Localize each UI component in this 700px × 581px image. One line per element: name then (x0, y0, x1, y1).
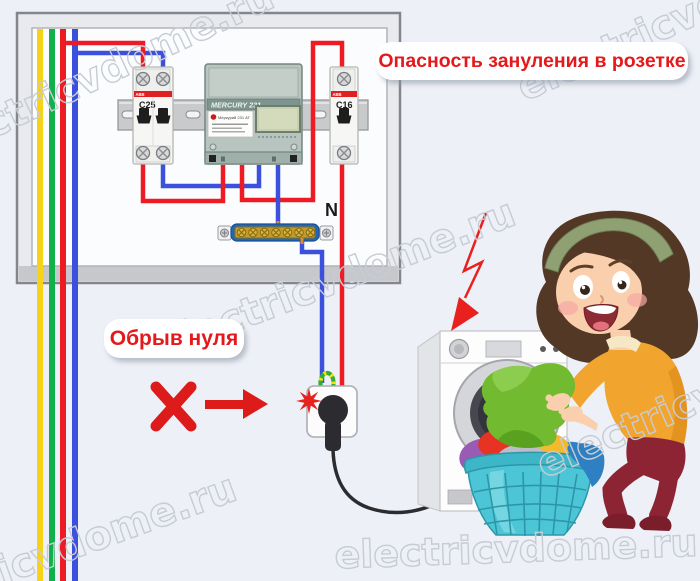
meter-brand-label: MERCURY 231 (211, 101, 261, 110)
breaker-toggle (155, 108, 171, 124)
abb-stripe (331, 91, 357, 97)
laundry (459, 363, 605, 537)
wire-phase-to-breaker (63, 40, 146, 70)
cloth-blue-overhang (567, 443, 605, 487)
abb-stripe (134, 91, 172, 97)
power-cord (331, 449, 438, 515)
lightning-arrowhead-icon (451, 297, 479, 331)
screw-icon (155, 145, 171, 161)
laundry-basket (463, 451, 597, 537)
neutral-bus-label: N (325, 200, 338, 220)
wire-breaker-to-meter-neutral (160, 162, 262, 189)
x-mark-icon (150, 381, 197, 432)
svg-text:II: II (221, 157, 225, 164)
teeth (586, 305, 616, 314)
screw-icon (155, 71, 171, 87)
hands (545, 393, 598, 431)
washer-side-panel (417, 331, 441, 512)
hair-fringe (560, 239, 653, 318)
svg-text:II: II (272, 157, 276, 164)
screw-icon (336, 145, 352, 161)
electric-meter: MERCURY 231 Меркурий 231 АТ II II (204, 63, 303, 165)
annotation-marks (150, 212, 488, 432)
wire-neutral-to-breaker (75, 50, 166, 70)
spark-icon (296, 388, 322, 414)
panel-bottom-band (19, 266, 398, 281)
breaker-toggle (136, 108, 152, 124)
wiring (37, 29, 345, 581)
wire-breaker-to-meter-phase (140, 162, 226, 204)
eyebrow (569, 264, 594, 273)
shoe (602, 513, 636, 529)
meter-terminal-strip (204, 151, 303, 165)
breaker-c25: ABB C25 (132, 66, 174, 165)
abb-logo: ABB (333, 92, 342, 97)
plug-stem (325, 420, 341, 451)
eyebrow (608, 259, 633, 267)
nose (600, 295, 604, 304)
washer-kickplate (447, 489, 473, 505)
sleeve (566, 350, 624, 408)
shoe (639, 515, 672, 531)
cheek (558, 301, 578, 315)
washer-button (540, 346, 546, 352)
shirt (604, 341, 688, 444)
meter-lcd-display (255, 105, 301, 133)
leg (602, 452, 658, 526)
washer-display (485, 340, 522, 358)
screw-icon (336, 71, 352, 87)
tongue (593, 321, 609, 331)
lightning-arrow-icon (461, 212, 488, 299)
abb-logo: ABB (136, 92, 145, 97)
plug (318, 395, 348, 425)
breaker-c16-label: C16 (336, 100, 353, 110)
woman (536, 210, 699, 531)
arrow-right-icon (205, 389, 268, 419)
socket-group (296, 371, 438, 515)
breaker-c25-label: C25 (139, 100, 156, 110)
face (556, 250, 642, 334)
screw-icon (135, 145, 151, 161)
wire-meter-to-c16 (239, 40, 345, 203)
meter-dots (258, 136, 296, 138)
meter-model-label: Меркурий 231 АТ (218, 115, 251, 120)
neutral-break-label: Обрыв нуля (104, 319, 244, 358)
meter-seal-icon (210, 114, 217, 120)
headband (544, 217, 674, 273)
breaker-toggle (336, 108, 352, 124)
collar (606, 335, 641, 352)
wire-bus-to-socket (299, 239, 325, 383)
ground-jumper-stripe (318, 371, 336, 389)
meter-nameplate: Меркурий 231 АТ (207, 110, 254, 138)
leg (649, 461, 679, 525)
neutral-bus: N (217, 200, 338, 244)
danger-label: Опасность зануления в розетке (376, 42, 688, 80)
cheek (627, 293, 647, 307)
breaker-c16: ABB C16 (329, 66, 359, 165)
screw-icon (135, 71, 151, 87)
